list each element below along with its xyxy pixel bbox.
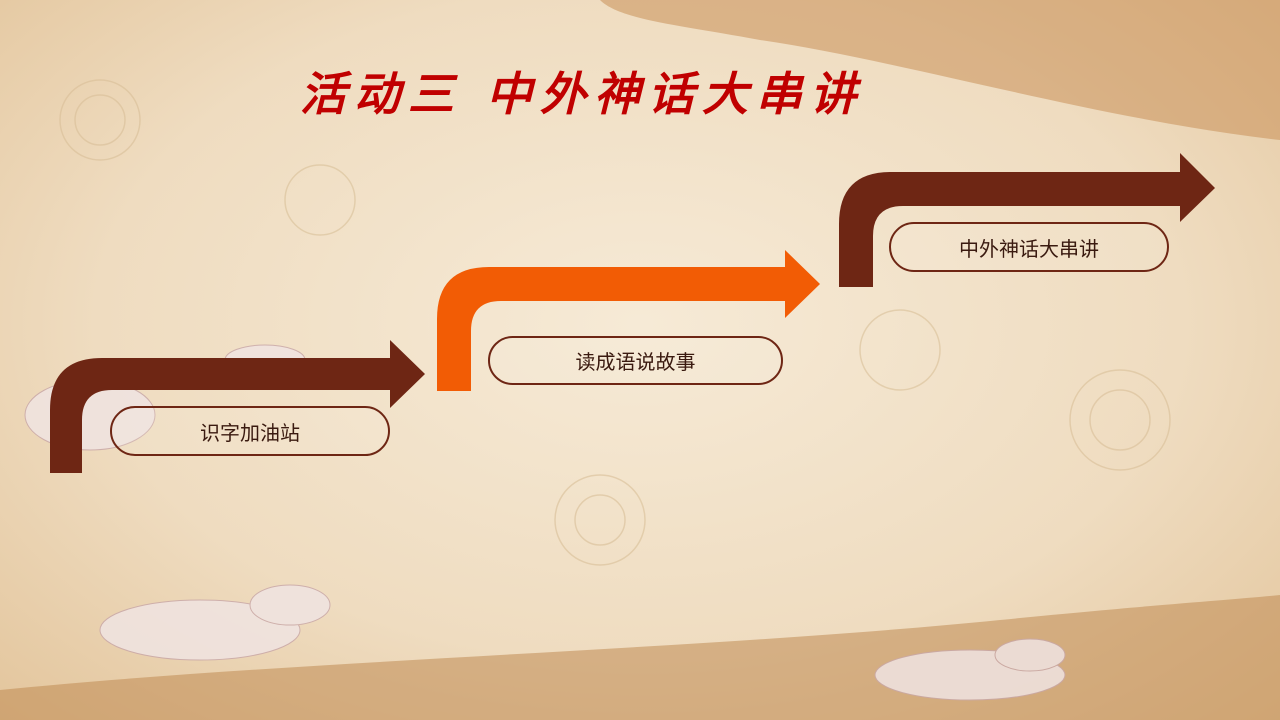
step-1-label: 识字加油站 xyxy=(200,420,300,445)
step-arrow-3 xyxy=(839,153,1215,287)
step-arrow-1 xyxy=(50,340,425,473)
step-1-label-box[interactable]: 识字加油站 xyxy=(110,406,390,456)
step-3-label: 中外神话大串讲 xyxy=(959,236,1099,261)
step-2-label: 读成语说故事 xyxy=(575,350,696,374)
step-3-label-box[interactable]: 中外神话大串讲 xyxy=(889,222,1169,272)
step-arrow-2 xyxy=(437,250,820,391)
step-2-label-box[interactable]: 读成语说故事 xyxy=(488,336,783,385)
slide-title: 活动三 中外神话大串讲 xyxy=(300,67,865,121)
